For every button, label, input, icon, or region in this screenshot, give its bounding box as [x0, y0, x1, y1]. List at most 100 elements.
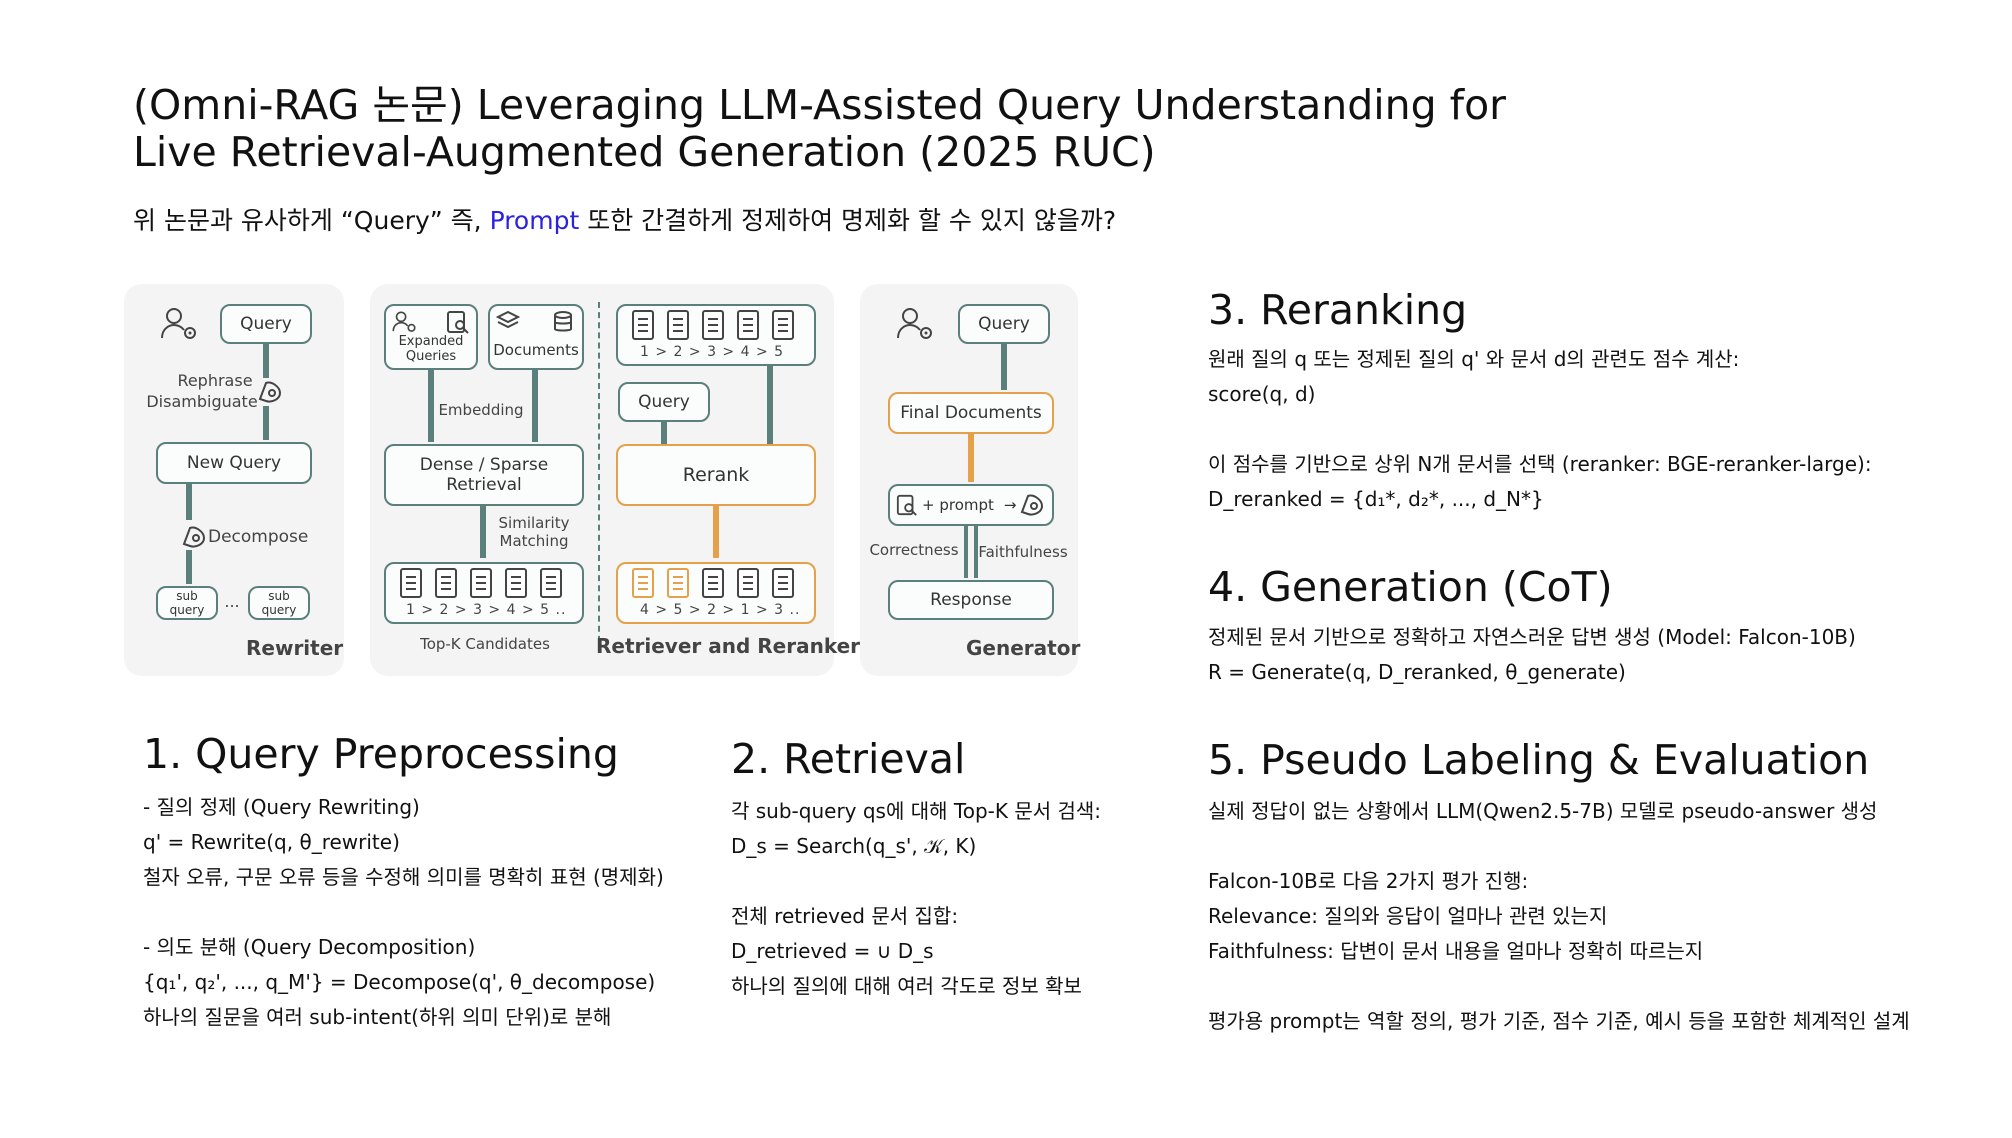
sub-query-box-2: sub query — [248, 586, 310, 620]
section-line: 하나의 질의에 대해 여러 각도로 정보 확보 — [731, 974, 1082, 998]
panel-divider — [598, 302, 600, 652]
section-line: - 질의 정제 (Query Rewriting) — [143, 795, 420, 819]
retrieval-to-topk-arrow — [480, 506, 486, 558]
section-line: Relevance: 질의와 응답이 얼마나 관련 있는지 — [1208, 904, 1608, 928]
doc-icon — [702, 568, 724, 598]
expanded-queries-label: Expanded Queries — [398, 334, 464, 364]
doc-icon — [400, 568, 422, 598]
sub-query-box-1: sub query — [156, 586, 218, 620]
section-line: Falcon-10B로 다음 2가지 평가 진행: — [1208, 869, 1529, 893]
section-line: score(q, d) — [1208, 382, 1316, 406]
doc-icon — [632, 310, 654, 340]
sub-query-ellipsis: ... — [224, 592, 240, 611]
rerank-to-results-arrow — [713, 506, 719, 558]
section-line — [731, 864, 1101, 899]
query-to-rerank-arrow — [661, 422, 667, 444]
response-box: Response — [888, 580, 1054, 620]
subtitle-accent: Prompt — [489, 206, 580, 235]
section-line: 원래 질의 q 또는 정제된 질의 q' 와 문서 d의 관련도 점수 계산: — [1208, 347, 1740, 371]
prompt-box: + prompt→ — [888, 484, 1054, 526]
section-pseudo-labeling-body: 실제 정답이 없는 상황에서 LLM(Qwen2.5-7B) 모델로 pseud… — [1208, 794, 1910, 1039]
title-line-1: (Omni-RAG 논문) Leveraging LLM-Assisted Qu… — [133, 81, 1507, 129]
final-documents-label: Final Documents — [900, 403, 1042, 423]
new-query-label: New Query — [186, 453, 282, 473]
final-documents-box: Final Documents — [888, 392, 1054, 434]
section-line: 철자 오류, 구문 오류 등을 수정해 의미를 명확히 표현 (명제화) — [143, 865, 664, 889]
section-line: q' = Rewrite(q, θ_rewrite) — [143, 830, 400, 854]
section-reranking-heading: 3. Reranking — [1208, 286, 1468, 334]
rewriter-query-box: Query — [220, 304, 312, 344]
doc-icon — [737, 568, 759, 598]
doc-icon — [667, 568, 689, 598]
section-line: 전체 retrieved 문서 집합: — [731, 904, 959, 928]
title-line-2: Live Retrieval-Augmented Generation (202… — [133, 128, 1156, 176]
retriever-query-label: Query — [638, 392, 690, 412]
correctness-line — [964, 526, 968, 578]
section-line — [1208, 412, 1872, 447]
doc-icon — [737, 310, 759, 340]
subtitle-after: 또한 간결하게 정제하여 명제화 할 수 있지 않을까? — [579, 206, 1117, 235]
docs-to-rerank-arrow — [767, 366, 773, 444]
expanded-queries-box: Expanded Queries — [384, 304, 478, 370]
embedding-label: Embedding — [438, 401, 524, 419]
llm-brain-icon — [258, 381, 282, 403]
database-icon — [554, 311, 572, 332]
documents-label: Documents — [493, 341, 579, 359]
section-pseudo-labeling-heading: 5. Pseudo Labeling & Evaluation — [1208, 736, 1870, 784]
section-line: Faithfulness: 답변이 문서 내용을 얼마나 정확히 따르는지 — [1208, 939, 1704, 963]
generator-query-label: Query — [978, 314, 1030, 334]
ranked-sequence: 1 > 2 > 3 > 4 > 5 — [640, 344, 785, 360]
topk-candidates-label: Top-K Candidates — [420, 635, 550, 653]
arrow-right-icon: → — [1003, 496, 1017, 514]
llm-brain-icon — [182, 526, 206, 548]
sub-query-label: sub query — [169, 589, 205, 617]
doc-icon — [540, 568, 562, 598]
section-line: 이 점수를 기반으로 상위 N개 문서를 선택 (reranker: BGE-r… — [1208, 452, 1872, 476]
search-document-icon — [447, 311, 469, 334]
section-line: - 의도 분해 (Query Decomposition) — [143, 935, 476, 959]
generator-query-box: Query — [958, 304, 1050, 344]
section-line: D_retrieved = ∪ D_s — [731, 939, 934, 963]
section-retrieval-heading: 2. Retrieval — [731, 735, 966, 783]
retriever-panel-title: Retriever and Reranker — [596, 634, 861, 658]
doc-icon — [632, 568, 654, 598]
rewriter-panel-title: Rewriter — [246, 636, 344, 660]
section-generation-body: 정제된 문서 기반으로 정확하고 자연스러운 답변 생성 (Model: Fal… — [1208, 620, 1856, 690]
section-line: D_s = Search(q_s', 𝒦, K) — [731, 834, 977, 858]
user-gear-icon — [897, 308, 932, 339]
section-retrieval-body: 각 sub-query qs에 대해 Top-K 문서 검색: D_s = Se… — [731, 794, 1101, 1004]
similarity-matching-label: Similarity Matching — [498, 514, 570, 550]
generator-panel-title: Generator — [966, 636, 1081, 660]
subtitle-before: 위 논문과 유사하게 “Query” 즉, — [133, 206, 490, 235]
section-line — [1208, 969, 1910, 1004]
section-query-preprocessing-body: - 질의 정제 (Query Rewriting) q' = Rewrite(q… — [143, 790, 664, 1035]
layers-icon — [496, 310, 520, 329]
rewriter-arrow-1 — [263, 344, 269, 378]
section-line: 정제된 문서 기반으로 정확하고 자연스러운 답변 생성 (Model: Fal… — [1208, 625, 1856, 649]
subtitle: 위 논문과 유사하게 “Query” 즉, Prompt 또한 간결하게 정제하… — [133, 204, 1116, 238]
doc-icon — [505, 568, 527, 598]
final-docs-arrow — [968, 434, 974, 482]
rerank-box: Rerank — [616, 444, 816, 506]
decompose-label: Decompose — [208, 527, 309, 547]
section-line: 하나의 질문을 여러 sub-intent(하위 의미 단위)로 분해 — [143, 1005, 612, 1029]
doc-icon — [702, 310, 724, 340]
generator-query-arrow — [1001, 344, 1007, 390]
faithfulness-label: Faithfulness — [978, 543, 1068, 561]
expanded-to-retrieval-arrow — [428, 370, 434, 442]
section-line — [1208, 829, 1910, 864]
section-query-preprocessing-heading: 1. Query Preprocessing — [143, 730, 619, 778]
dense-sparse-label: Dense / Sparse Retrieval — [419, 455, 549, 495]
sub-query-label: sub query — [261, 589, 297, 617]
dense-sparse-retrieval-box: Dense / Sparse Retrieval — [384, 444, 584, 506]
rephrase-label: Rephrase — [177, 371, 253, 390]
rewriter-arrow-3 — [186, 484, 192, 520]
response-label: Response — [930, 590, 1012, 610]
new-query-box: New Query — [156, 442, 312, 484]
section-line: 평가용 prompt는 역할 정의, 평가 기준, 점수 기준, 예시 등을 포… — [1208, 1009, 1910, 1033]
page-title: (Omni-RAG 논문) Leveraging LLM-Assisted Qu… — [133, 82, 1633, 176]
user-gear-icon — [392, 311, 416, 332]
rerank-label: Rerank — [682, 464, 750, 486]
doc-icon — [772, 310, 794, 340]
retriever-query-box: Query — [618, 382, 710, 422]
